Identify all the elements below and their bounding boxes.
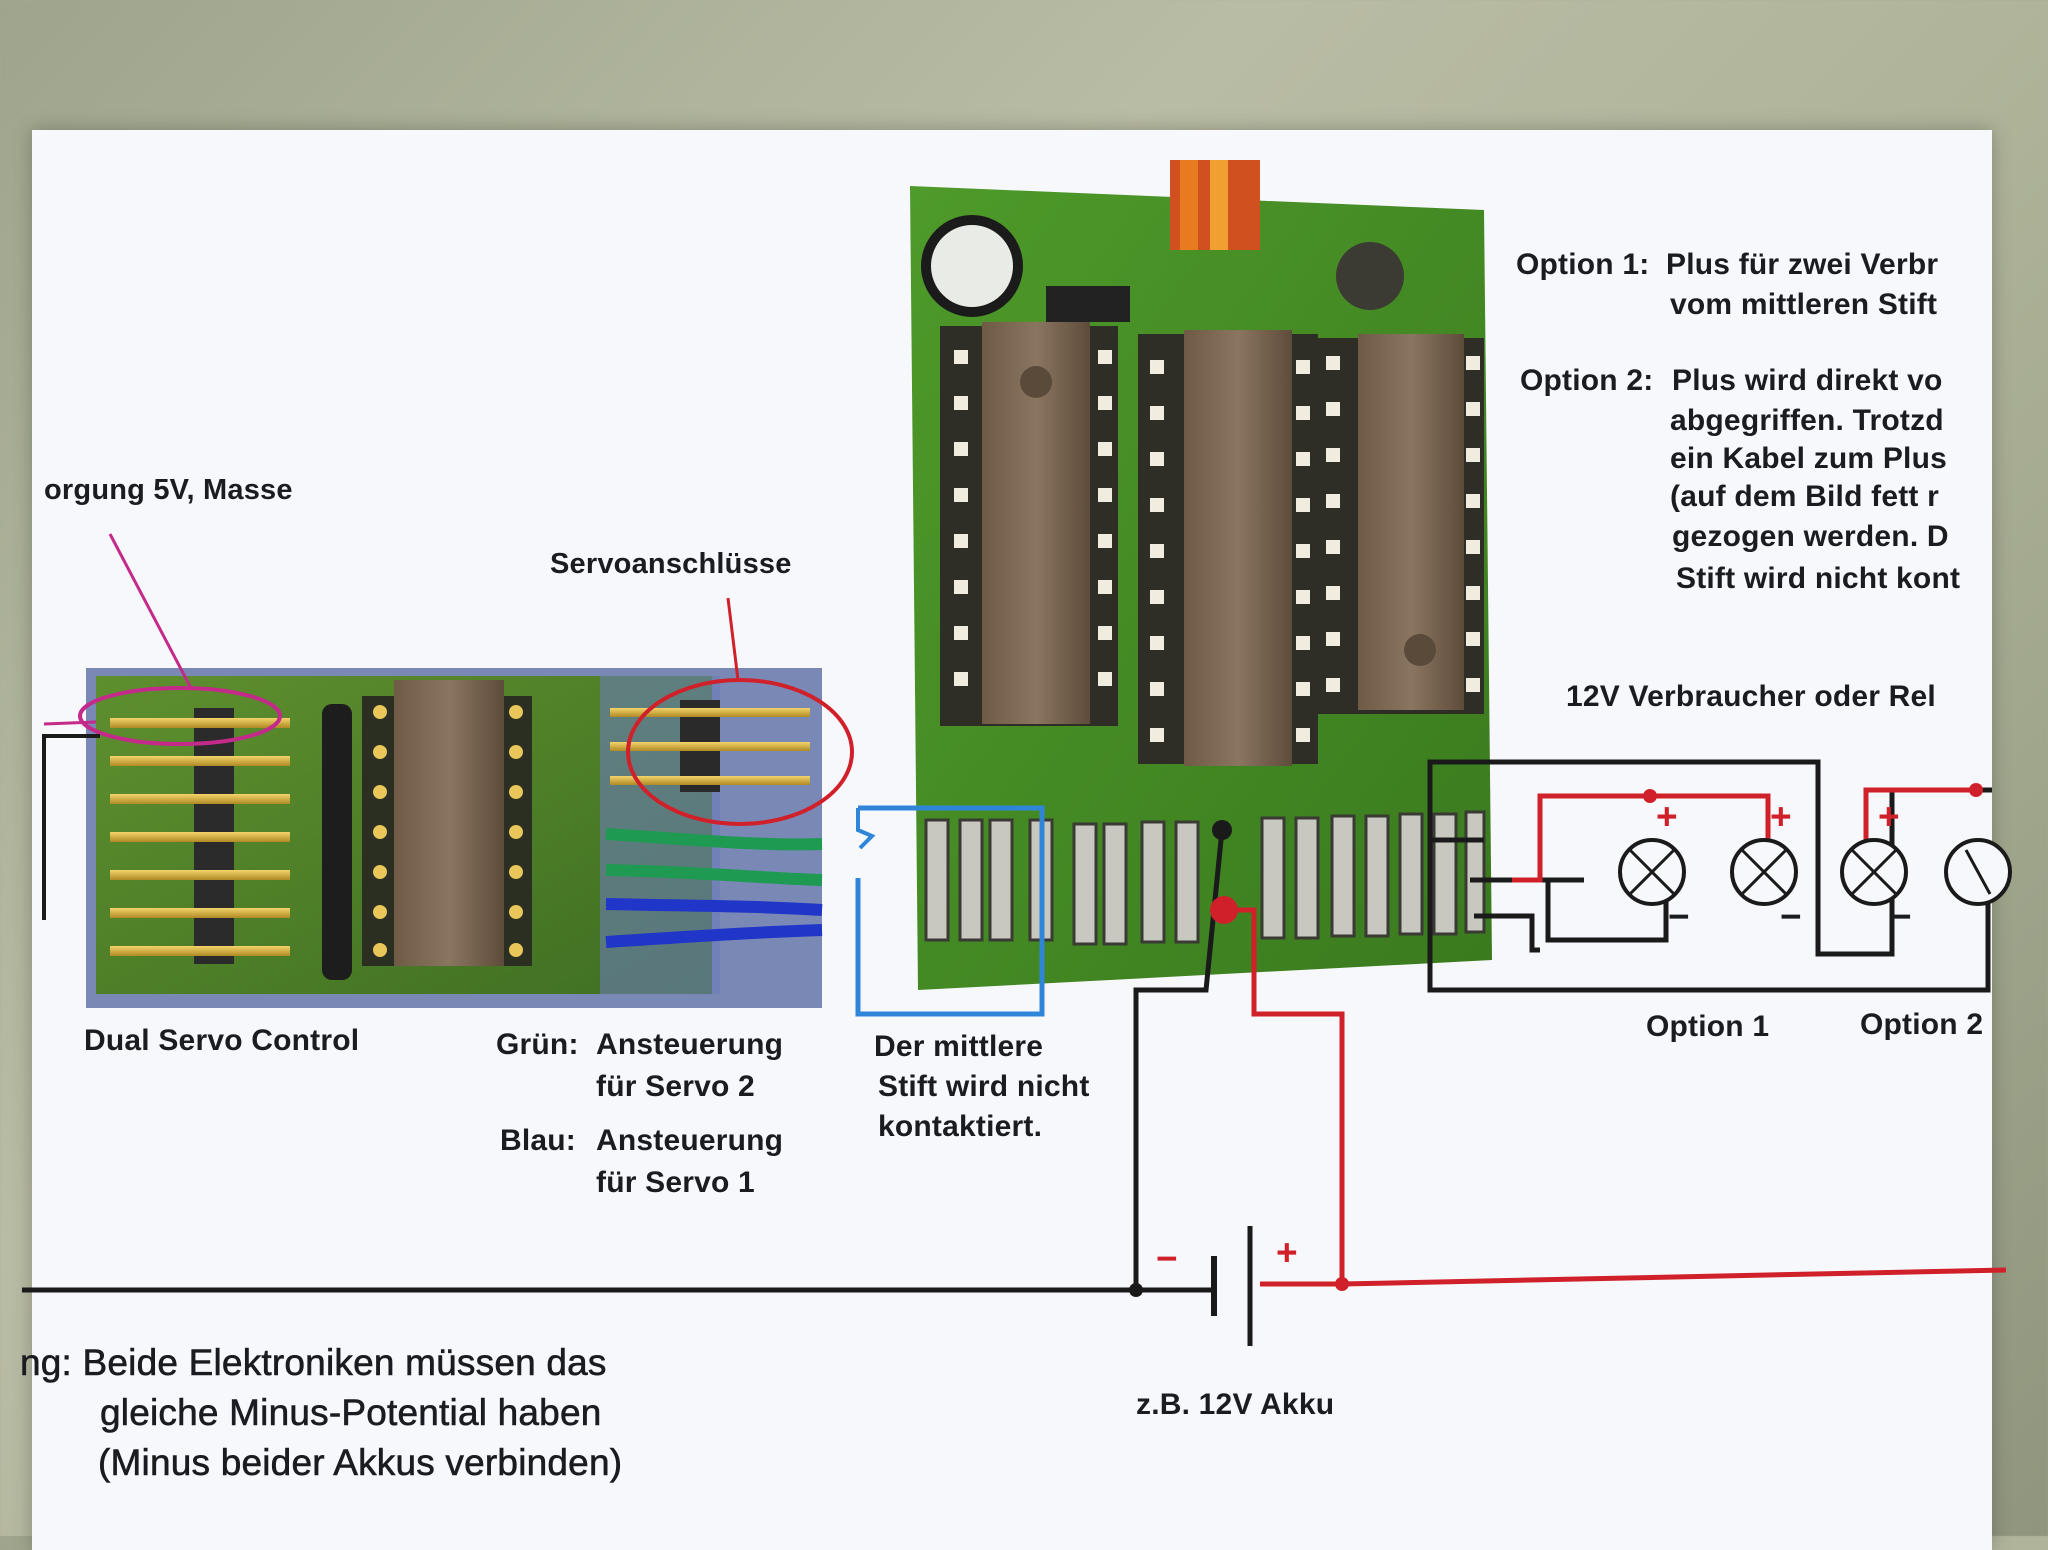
- supply-label: orgung 5V, Masse: [44, 474, 293, 506]
- option2-desc-line6: Stift wird nicht kont: [1676, 562, 1961, 595]
- lamp-2-minus-sign: −: [1780, 896, 1802, 937]
- option1-circuit-label: Option 1: [1646, 1010, 1770, 1043]
- blue-desc-line2: für Servo 1: [596, 1166, 755, 1199]
- lamp-2: [1730, 838, 1798, 906]
- battery-minus-sign: −: [1156, 1238, 1178, 1279]
- middle-pin-note-line2: Stift wird nicht: [878, 1070, 1090, 1103]
- lamp-1-minus-sign: −: [1668, 896, 1690, 937]
- servo-connectors-label: Servoanschlüsse: [550, 548, 792, 580]
- blue-key: Blau:: [500, 1124, 576, 1157]
- middle-pin-outline: [855, 805, 1045, 1017]
- main-controller-board: [910, 160, 1492, 990]
- supply-pointer-line: [108, 533, 194, 691]
- capacitor: [322, 704, 352, 980]
- note-line1: ng: Beide Elektroniken müssen das: [20, 1342, 607, 1384]
- option2-desc-line2: abgegriffen. Trotzd: [1670, 404, 1944, 437]
- output-pin-headers: [924, 810, 1486, 946]
- option2-circuit-label: Option 2: [1860, 1008, 1984, 1041]
- lamp-3: [1840, 838, 1908, 906]
- option2-key: Option 2:: [1520, 364, 1654, 397]
- lamp-2-plus-sign: +: [1770, 796, 1792, 837]
- green-desc-line2: für Servo 2: [596, 1070, 755, 1103]
- green-wire-a: [605, 828, 823, 851]
- option1-desc-line1: Plus für zwei Verbr: [1666, 248, 1939, 281]
- supply-header-pins: [110, 708, 290, 964]
- left-ground-lead: [42, 734, 100, 920]
- ic-chip: [394, 680, 504, 966]
- green-wire-b: [605, 864, 823, 886]
- blue-desc-line1: Ansteuerung: [596, 1124, 784, 1157]
- servo-pins-highlight: [626, 678, 854, 826]
- battery-plus-line: [1341, 1267, 2007, 1287]
- dual-servo-control-label: Dual Servo Control: [84, 1024, 360, 1057]
- plus-wire: [1226, 907, 1345, 1280]
- servo-header-pins: [610, 700, 810, 792]
- lamp-3-plus-sign: +: [1878, 796, 1900, 837]
- minus-wire: [1133, 829, 1225, 1286]
- battery-plus-sign: +: [1276, 1232, 1298, 1273]
- lamp-1: [1618, 838, 1686, 906]
- option1-key: Option 1:: [1516, 248, 1650, 281]
- blue-wire-b: [605, 924, 823, 948]
- note-line3: (Minus beider Akkus verbinden): [98, 1442, 623, 1484]
- dual-servo-control-board: [86, 668, 823, 1008]
- middle-pin-note-line1: Der mittlere: [874, 1030, 1044, 1063]
- electrolytic-capacitor: [921, 215, 1023, 317]
- green-key: Grün:: [496, 1028, 579, 1061]
- option1-desc-line2: vom mittleren Stift: [1670, 288, 1938, 321]
- option2-desc-line3: ein Kabel zum Plus: [1670, 442, 1947, 475]
- note-line2: gleiche Minus-Potential haben: [100, 1392, 602, 1434]
- ic-row: [940, 322, 1484, 766]
- resistor-network: [1046, 286, 1130, 322]
- option2-desc-line5: gezogen werden. D: [1672, 520, 1949, 553]
- lamp-1-plus-sign: +: [1656, 796, 1678, 837]
- consumer-label: 12V Verbraucher oder Rel: [1566, 680, 1936, 713]
- battery-symbol: [1211, 1226, 1253, 1346]
- green-desc-line1: Ansteuerung: [596, 1028, 784, 1061]
- option2-desc-line1: Plus wird direkt vo: [1672, 364, 1943, 397]
- consumer-circuit: [1427, 759, 1992, 993]
- blue-wire-a: [605, 898, 823, 916]
- lamp-4: [1944, 838, 2012, 906]
- lamp-3-minus-sign: −: [1890, 896, 1912, 937]
- supply-pins-highlight: [78, 686, 282, 746]
- servo-pointer-line: [726, 597, 740, 681]
- middle-pin-note-line3: kontaktiert.: [878, 1110, 1043, 1143]
- option2-desc-line4: (auf dem Bild fett r: [1670, 480, 1940, 513]
- voltage-regulator: [1336, 242, 1404, 310]
- battery-label: z.B. 12V Akku: [1136, 1388, 1335, 1421]
